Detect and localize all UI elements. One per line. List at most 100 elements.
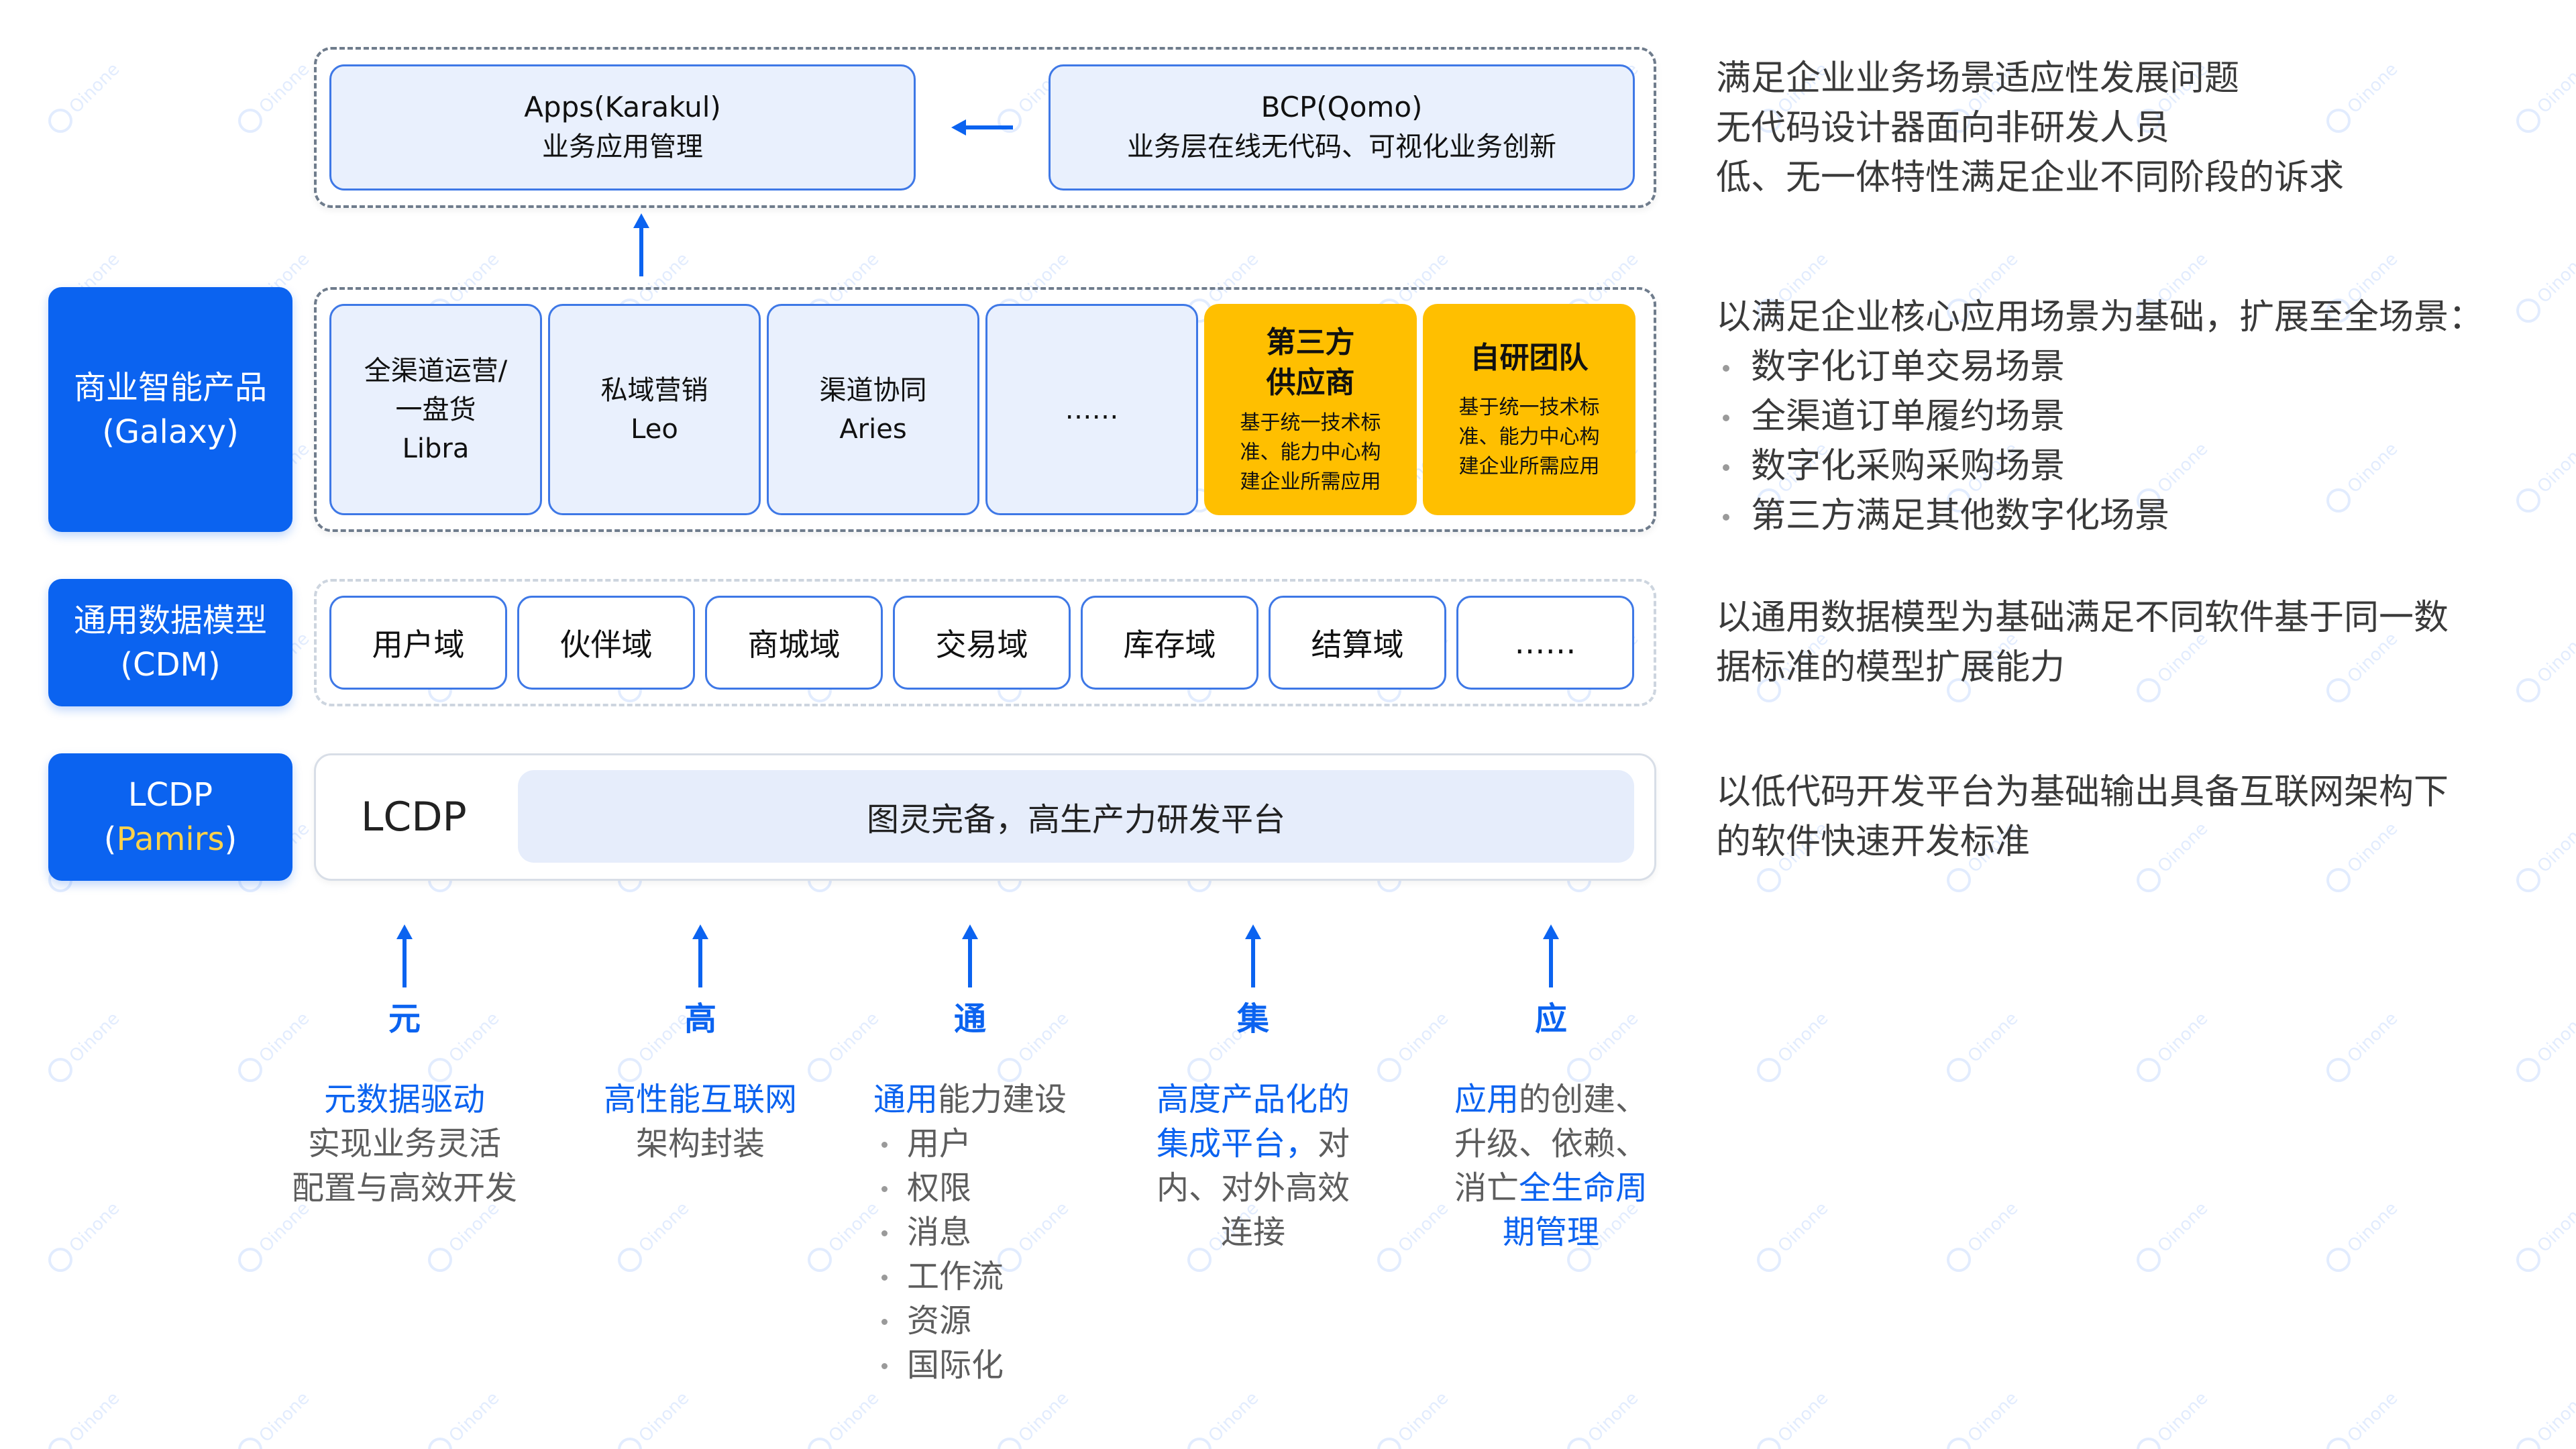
- top-layer-container: [314, 47, 1656, 208]
- galaxy-description: 以满足企业核心应用场景为基础，扩展至全场景： 数字化订单交易场景 全渠道订单履约…: [1716, 292, 2548, 541]
- capability-item: 国际化: [876, 1343, 1104, 1387]
- column-key: 高: [684, 1000, 716, 1038]
- box-line: 私域营销: [600, 374, 708, 406]
- galaxy-desc-title: 以满足企业核心应用场景为基础，扩展至全场景：: [1716, 297, 2484, 337]
- column-line: 配置与高效开发: [291, 1169, 517, 1207]
- bcp-qomo-box: BCP(Qomo) 业务层在线无代码、可视化业务创新: [1049, 64, 1635, 191]
- domain-settlement: 结算域: [1269, 596, 1446, 690]
- box-line: 渠道协同: [819, 374, 927, 406]
- column-text-blue: 全生命周: [1519, 1169, 1648, 1207]
- column-line: 期管理: [1502, 1214, 1599, 1251]
- lcdp-label-line: LCDP: [127, 776, 213, 814]
- capability-item: 工作流: [876, 1254, 1104, 1299]
- lcdp-desc-line: 以低代码开发平台为基础输出具备互联网架构下: [1716, 772, 2449, 812]
- galaxy-label: 商业智能产品 (Galaxy): [48, 287, 292, 532]
- column-line: 集成平台，对: [1119, 1122, 1387, 1166]
- lcdp-name: LCDP: [361, 794, 467, 841]
- column-line: 内、对外高效: [1156, 1169, 1350, 1207]
- domain-partner: 伙伴域: [517, 596, 695, 690]
- column-line: 架构封装: [635, 1125, 765, 1163]
- galaxy-label-line: (Galaxy): [102, 413, 239, 451]
- apps-subtitle: 业务应用管理: [542, 131, 703, 162]
- galaxy-desc-item: 数字化采购采购场景: [1716, 441, 2548, 491]
- cdm-container: [314, 579, 1656, 706]
- box-line: ……: [1065, 394, 1119, 425]
- third-party-title: 供应商: [1266, 365, 1355, 400]
- self-team-title: 自研团队: [1470, 340, 1589, 375]
- galaxy-container: [314, 287, 1656, 532]
- third-party-title: 第三方: [1266, 325, 1355, 360]
- column-ji: 集 高度产品化的 集成平台，对 内、对外高效 连接: [1119, 997, 1387, 1254]
- lcdp-desc-line: 的软件快速开发标准: [1716, 822, 2031, 862]
- galaxy-box-leo: 私域营销 Leo: [548, 304, 761, 515]
- box-line: Leo: [631, 413, 678, 445]
- column-ying: 应 应用的创建、 升级、依赖、 消亡全生命周 期管理: [1417, 997, 1685, 1254]
- column-key: 元: [388, 1000, 421, 1038]
- self-team-desc: 建企业所需应用: [1458, 454, 1600, 478]
- column-text-gray: 对: [1318, 1125, 1350, 1163]
- cdm-desc-line: 据标准的模型扩展能力: [1716, 647, 2065, 688]
- column-tong: 通 通用能力建设 用户 权限 消息 工作流 资源 国际化: [836, 997, 1104, 1387]
- capability-item: 消息: [876, 1210, 1104, 1254]
- column-text-gray: 的创建、: [1519, 1081, 1648, 1118]
- pamirs-highlight: Pamirs: [116, 820, 225, 858]
- domain-inventory: 库存域: [1081, 596, 1258, 690]
- galaxy-desc-item: 全渠道订单履约场景: [1716, 392, 2548, 441]
- top-desc-line: 低、无一体特性满足企业不同阶段的诉求: [1716, 158, 2345, 198]
- cdm-label-line: (CDM): [120, 646, 221, 684]
- column-line: 实现业务灵活: [307, 1125, 501, 1163]
- cdm-label-line: 通用数据模型: [73, 602, 267, 639]
- top-desc-line: 无代码设计器面向非研发人员: [1716, 108, 2170, 148]
- box-line: Libra: [402, 433, 470, 464]
- box-line: Aries: [839, 413, 907, 445]
- column-line: 连接: [1220, 1214, 1285, 1251]
- galaxy-desc-item: 数字化订单交易场景: [1716, 342, 2548, 392]
- galaxy-box-aries: 渠道协同 Aries: [767, 304, 979, 515]
- lcdp-label-line: (Pamirs): [104, 817, 237, 861]
- third-party-desc: 准、能力中心构: [1240, 440, 1381, 464]
- lcdp-label: LCDP (Pamirs): [48, 753, 292, 881]
- cdm-desc-line: 以通用数据模型为基础满足不同软件基于同一数: [1716, 598, 2449, 638]
- arrow-up-icon: [692, 924, 708, 987]
- bcp-subtitle: 业务层在线无代码、可视化业务创新: [1127, 131, 1556, 162]
- cdm-description: 以通用数据模型为基础满足不同软件基于同一数 据标准的模型扩展能力: [1716, 593, 2548, 692]
- arrow-up-icon: [1543, 924, 1559, 987]
- column-text-blue: 通用: [873, 1081, 938, 1118]
- apps-karakul-box: Apps(Karakul) 业务应用管理: [329, 64, 916, 191]
- galaxy-label-line: 商业智能产品: [73, 368, 267, 407]
- arrow-up-icon: [1245, 924, 1261, 987]
- column-text-gray: 消亡: [1454, 1169, 1519, 1207]
- arrow-up-icon: [633, 213, 649, 276]
- capability-item: 权限: [876, 1166, 1104, 1210]
- column-key: 通: [953, 1000, 986, 1038]
- column-line: 应用的创建、: [1417, 1077, 1685, 1122]
- column-text-blue: 集成平台，: [1156, 1125, 1318, 1163]
- third-party-desc: 建企业所需应用: [1240, 470, 1381, 494]
- domain-user: 用户域: [329, 596, 507, 690]
- capability-item: 资源: [876, 1299, 1104, 1343]
- column-key: 应: [1534, 1000, 1567, 1038]
- top-description: 满足企业业务场景适应性发展问题 无代码设计器面向非研发人员 低、无一体特性满足企…: [1716, 54, 2521, 203]
- box-line: 一盘货: [395, 394, 476, 425]
- self-team-desc: 基于统一技术标: [1458, 395, 1600, 419]
- lcdp-label-paren: (: [103, 820, 117, 858]
- domain-more: ……: [1456, 596, 1634, 690]
- lcdp-label-paren: ): [224, 820, 237, 858]
- column-text-blue: 应用: [1454, 1081, 1519, 1118]
- arrow-up-icon: [396, 924, 413, 987]
- column-line: 消亡全生命周: [1417, 1166, 1685, 1210]
- third-party-supplier-box: 第三方 供应商 基于统一技术标 准、能力中心构 建企业所需应用: [1204, 304, 1417, 515]
- self-team-box: 自研团队 基于统一技术标 准、能力中心构 建企业所需应用: [1423, 304, 1635, 515]
- box-line: 全渠道运营/: [364, 355, 508, 386]
- lcdp-platform-bar: 图灵完备，高生产力研发平台: [518, 770, 1634, 863]
- column-yuan: 元 元数据驱动 实现业务灵活 配置与高效开发: [270, 997, 539, 1210]
- apps-title: Apps(Karakul): [524, 91, 721, 123]
- domain-trade: 交易域: [893, 596, 1071, 690]
- arrow-up-icon: [962, 924, 978, 987]
- bcp-title: BCP(Qomo): [1260, 91, 1423, 123]
- column-key: 集: [1236, 1000, 1269, 1038]
- column-text-gray: 能力建设: [938, 1081, 1067, 1118]
- lcdp-description: 以低代码开发平台为基础输出具备互联网架构下 的软件快速开发标准: [1716, 767, 2548, 867]
- column-line: 元数据驱动: [323, 1081, 485, 1118]
